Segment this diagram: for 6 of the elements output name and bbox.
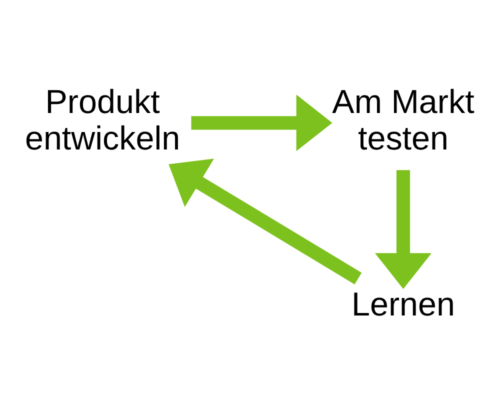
- node-text: Lernen: [352, 286, 455, 324]
- node-text: Produkt entwickeln: [24, 84, 180, 157]
- arrow: [191, 94, 332, 151]
- arrow: [374, 170, 432, 289]
- node-text: Am Markt testen: [332, 84, 474, 157]
- arrow: [168, 158, 362, 284]
